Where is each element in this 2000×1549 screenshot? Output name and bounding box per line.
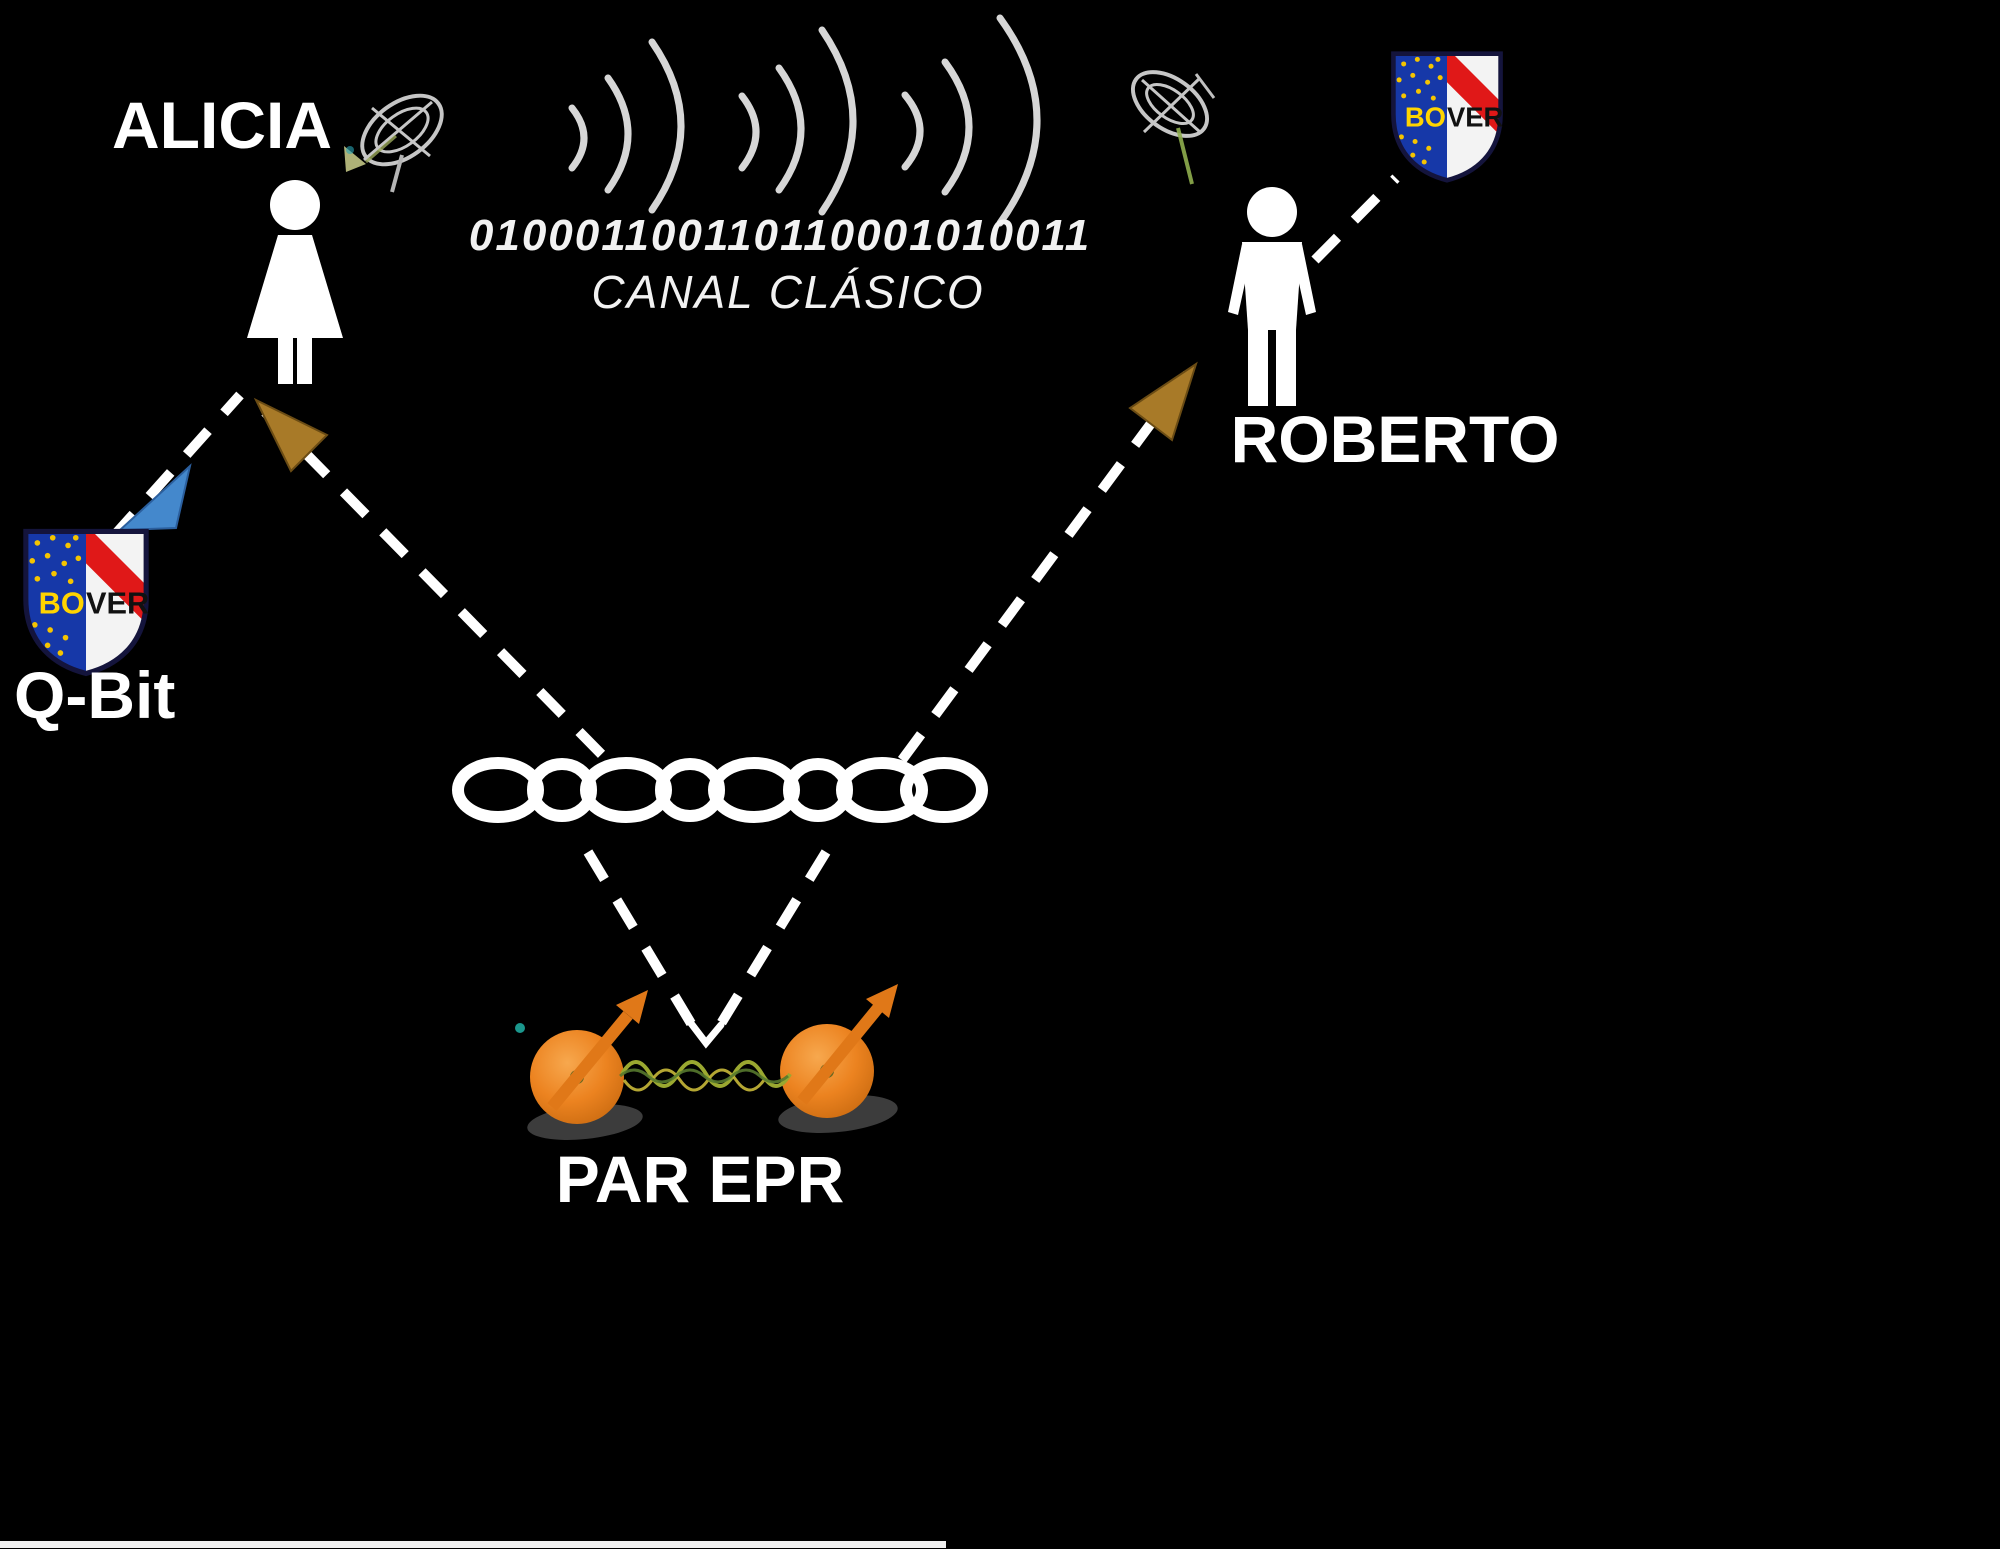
classical-channel-label: CANAL CLÁSICO <box>591 266 984 318</box>
spin-arrow-right <box>797 1004 883 1105</box>
gold-arrowhead-icon <box>1128 361 1198 442</box>
qbit-label: Q-Bit <box>14 658 175 732</box>
qbit-to-alicia-line <box>108 391 244 542</box>
roberto-label: ROBERTO <box>1231 402 1560 476</box>
down-arrow-tip-icon <box>686 1018 725 1049</box>
teal-speck <box>515 1023 525 1033</box>
qbit-crest-icon <box>26 525 150 679</box>
entanglement-wave <box>619 1068 789 1084</box>
signal-waves-icon <box>568 14 1041 227</box>
chain-link-icon <box>452 757 988 823</box>
entanglement-wave <box>622 1068 766 1092</box>
bottom-edge-line <box>0 1541 946 1548</box>
par-epr-label: PAR EPR <box>556 1142 845 1216</box>
chain-to-roberto-line <box>897 365 1197 763</box>
dish-mast-icon <box>1176 127 1194 185</box>
woman-icon <box>247 180 343 384</box>
entanglement-wave <box>620 1060 792 1088</box>
blue-triangle-icon <box>117 463 192 532</box>
spin-arrow-left <box>547 1011 633 1111</box>
entangled-particles-icon <box>515 984 898 1140</box>
gold-arrowhead-icon <box>253 397 329 473</box>
alicia-label: ALICIA <box>112 88 332 162</box>
alicia-to-chain-line <box>261 408 616 769</box>
satellite-dish-icon <box>1130 70 1216 185</box>
man-icon <box>1228 187 1316 406</box>
roberto-crest-icon <box>1393 48 1504 185</box>
chain-to-epr-left-line <box>583 849 703 1038</box>
chain-to-epr-right-line <box>709 849 831 1038</box>
satellite-dish-icon <box>344 93 444 193</box>
roberto-to-crest-line <box>1311 174 1400 264</box>
binary-string: 010001100110110001010011 <box>469 211 1091 260</box>
dashed-connections <box>108 174 1400 1049</box>
